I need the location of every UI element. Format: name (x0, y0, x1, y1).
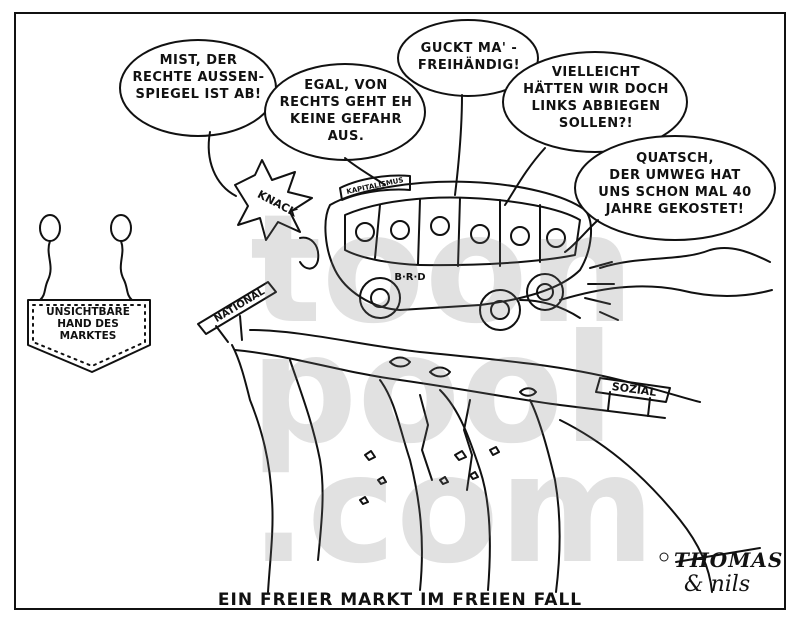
bubble-1-tail (207, 131, 237, 197)
bubble-3-shape (397, 19, 539, 97)
signature-nils: & nils (684, 572, 751, 597)
bus-roof-sign (339, 174, 411, 201)
bus-wheel-rear-2 (526, 273, 564, 311)
bubble-5-shape (574, 135, 776, 241)
hand-sign-board (27, 299, 151, 373)
mountain-ridge (599, 246, 771, 269)
hand-sign-label: UNSICHTBARE HAND DES MARKTES (46, 306, 130, 342)
cliff-inner-3 (439, 389, 491, 591)
national-sign-board (197, 281, 277, 335)
speech-bubble-3: GUCKT MA' - FREIHÄNDIG! (417, 41, 521, 73)
balloon-left (39, 214, 61, 242)
bus-side-label: B·R·D (394, 272, 426, 283)
cliff-left (231, 344, 274, 593)
balloon-right (110, 214, 132, 242)
side-mirror-broken (299, 236, 320, 270)
speech-bubble-2: EGAL, VON RECHTS GEHT EH KEINE GEFAHR AU… (279, 78, 413, 144)
speech-bubble-4: VIELLEICHT HÄTTEN WIR DOCH LINKS ABBIEGE… (523, 65, 669, 131)
bubble-2-tail (344, 157, 386, 186)
mountain-ridge-2 (559, 285, 773, 301)
speech-bubble-5: QUATSCH, DER UMWEG HAT UNS SCHON MAL 40 … (598, 151, 752, 217)
balloon-string-right (119, 240, 133, 301)
sozial-sign-board (595, 377, 671, 403)
bubble-2-shape (264, 63, 426, 161)
balloon-string-left (39, 240, 52, 301)
bus-windows (344, 196, 581, 267)
bus-window-frames (374, 197, 541, 267)
bubble-4-tail (504, 147, 546, 206)
speech-bubble-1: MIST, DER RECHTE AUSSEN- SPIEGEL IST AB! (132, 53, 265, 102)
bus-wheel-rear-hub (490, 300, 510, 320)
knack-burst (234, 159, 313, 241)
road-edge-top (249, 329, 701, 403)
bus-wheel-front-hub (370, 288, 390, 308)
signature-strike (675, 547, 761, 563)
bus-wheel-rear-2-hub (536, 283, 554, 301)
bubble-3-tail (454, 94, 463, 196)
crack (419, 394, 433, 481)
debris (359, 446, 500, 505)
bubble-5-tail (564, 219, 599, 253)
national-sign-post (215, 315, 243, 343)
signature-thomas: THOMAS (674, 548, 784, 572)
cliff-inner-2 (379, 379, 423, 591)
bubble-4-shape (502, 51, 688, 153)
hand-sign-rivets (32, 304, 146, 367)
cliff-slope (559, 419, 713, 593)
cliff-inner (289, 359, 324, 561)
speed-lines (584, 261, 619, 321)
sozial-sign-post (607, 391, 651, 417)
road-rocks (389, 356, 537, 397)
bus-wheel-front (359, 277, 401, 319)
cliff-right (529, 399, 561, 593)
road-curve (519, 299, 581, 319)
cartoon-caption: EIN FREIER MARKT IM FREIEN FALL (217, 590, 583, 610)
crack-2 (463, 399, 473, 491)
road-edge-bottom (234, 349, 666, 419)
bus-wheel-rear (479, 289, 521, 331)
